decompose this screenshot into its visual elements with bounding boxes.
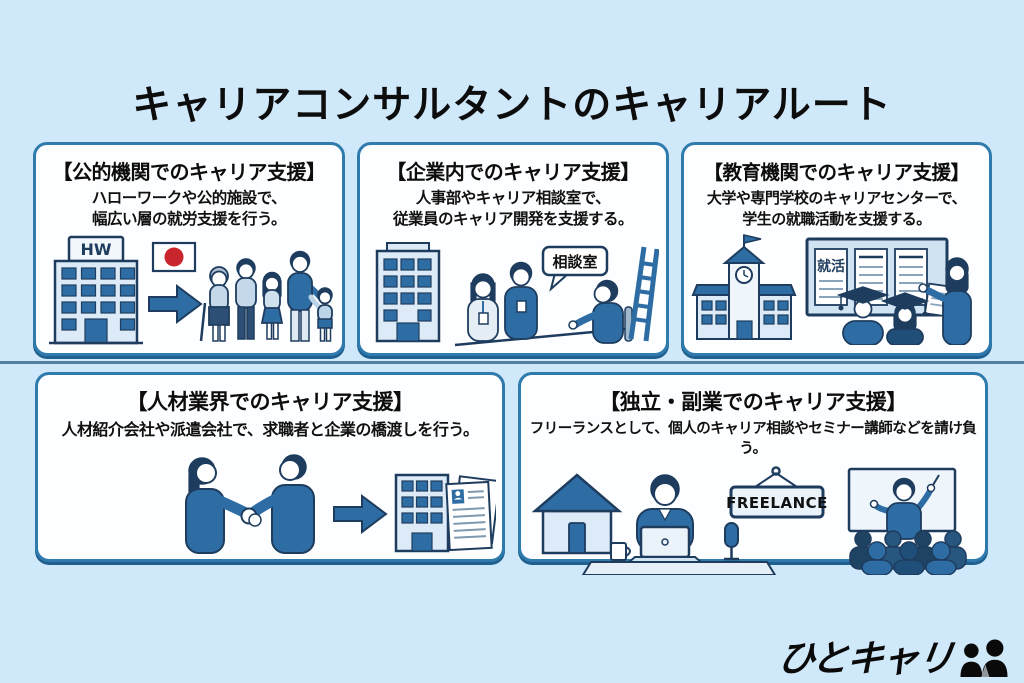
advisor-icon <box>917 257 972 346</box>
education-support-illustration: 就活 <box>691 234 972 346</box>
employees-icon <box>467 261 538 342</box>
office-building-icon <box>375 241 441 342</box>
card-desc-line1: ハローワークや公的施設で、 <box>91 189 287 207</box>
house-icon <box>531 473 623 555</box>
card-desc: 大学や専門学校のキャリアセンターで、 学生の就職活動を支援する。 <box>684 188 989 229</box>
arrow-icon <box>333 494 388 535</box>
freelance-sign-label: FREELANCE <box>726 494 828 512</box>
logo-text: ひとキャリ <box>775 637 956 680</box>
people-group-icon <box>199 250 333 342</box>
handshake-people-icon <box>185 454 315 555</box>
card-desc-line2: 幅広い層の就労支援を行う。 <box>91 210 287 229</box>
card-education-support: 【教育機関でのキャリア支援】 大学や専門学校のキャリアセンターで、 学生の就職活… <box>681 142 992 356</box>
job-board-icon: 就活 <box>805 237 952 318</box>
card-desc-line2: 学生の就職活動を支援する。 <box>742 209 931 228</box>
card-desc-line2: 従業員のキャリア開発を支援する。 <box>392 210 634 229</box>
resume-documents-icon <box>445 475 496 552</box>
japan-flag-icon <box>151 241 197 272</box>
arrow-icon <box>148 283 203 324</box>
card-heading: 【教育機関でのキャリア支援】 <box>703 161 970 184</box>
company-support-illustration: 相談室 <box>375 241 659 346</box>
company-building-icon <box>394 473 450 553</box>
card-heading: 【公的機関でのキャリア支援】 <box>52 160 327 184</box>
card-desc: 人事部やキャリア相談室で、 従業員のキャリア開発を支援する。 <box>360 188 666 231</box>
hw-sign-label: HW <box>80 240 111 259</box>
card-heading: 【独立・副業でのキャリア支援】 <box>599 390 907 414</box>
page-title: キャリアコンサルタントのキャリアルート <box>132 83 892 128</box>
card-desc-line1: 人事部やキャリア相談室で、 <box>415 189 611 207</box>
row-divider-line <box>0 361 1024 364</box>
card-independent-support: 【独立・副業でのキャリア支援】 フリーランスとして、個人のキャリア相談やセミナー… <box>518 372 988 575</box>
bubble-label: 相談室 <box>552 253 597 271</box>
card-public-support: 【公的機関でのキャリア支援】 ハローワークや公的施設で、 幅広い層の就労支援を行… <box>33 142 345 356</box>
card-heading: 【人材業界でのキャリア支援】 <box>126 390 415 414</box>
card-hr-industry-support: 【人材業界でのキャリア支援】 人材紹介会社や派遣会社で、求職者と企業の橋渡しを行… <box>35 372 505 562</box>
consultant-icon <box>568 279 633 344</box>
card-desc: ハローワークや公的施設で、 幅広い層の就労支援を行う。 <box>36 188 342 231</box>
audience-icon <box>849 530 967 575</box>
graduate-students-icon <box>836 286 929 346</box>
card-desc-line1: 大学や専門学校のキャリアセンターで、 <box>706 189 967 207</box>
card-desc: 人材紹介会社や派遣会社で、求職者と企業の橋渡しを行う。 <box>61 420 479 439</box>
hitocari-logo: ひとキャリ <box>775 637 1012 680</box>
freelancer-at-laptop-icon <box>581 474 777 575</box>
seminar-icon <box>847 467 967 575</box>
job-hunt-poster-label: 就活 <box>817 258 845 275</box>
consultation-room-bubble: 相談室 <box>541 245 609 292</box>
ladder-icon <box>628 246 659 342</box>
freelance-sign-icon: FREELANCE <box>726 466 828 519</box>
independent-support-illustration: FREELANCE <box>531 466 967 575</box>
hw-building-icon: HW <box>49 235 143 344</box>
card-company-support: 【企業内でのキャリア支援】 人事部やキャリア相談室で、 従業員のキャリア開発を支… <box>357 142 669 356</box>
card-heading: 【企業内でのキャリア支援】 <box>386 160 640 184</box>
two-people-icon <box>960 639 1008 677</box>
public-support-illustration: HW <box>49 235 333 344</box>
school-building-icon <box>691 234 796 341</box>
card-desc: フリーランスとして、個人のキャリア相談やセミナー講師などを請け負う。 <box>529 421 977 457</box>
hr-industry-illustration <box>185 454 496 555</box>
